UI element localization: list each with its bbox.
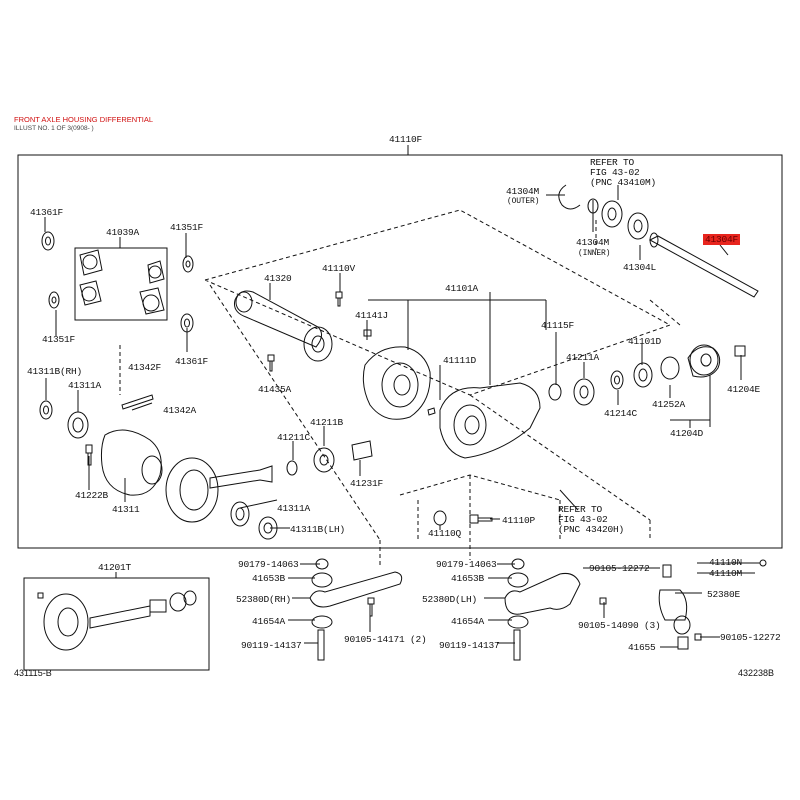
label-41342F: 41342F: [128, 362, 162, 373]
label-41653B-right: 41653B: [451, 573, 485, 584]
label-90179-14063-right: 90179-14063: [436, 559, 497, 570]
label-41111D: 41111D: [443, 355, 477, 366]
label-41231F: 41231F: [350, 478, 384, 489]
label-41320: 41320: [264, 273, 292, 284]
label-41204E: 41204E: [727, 384, 761, 395]
label-41214C: 41214C: [604, 408, 638, 419]
label-41110M: 41110M: [709, 568, 743, 579]
label-inner: (INNER): [578, 249, 611, 258]
label-41110F: 41110F: [389, 134, 423, 145]
label-41304M-inner: 41304M: [576, 237, 610, 248]
part-silhouettes: [37, 184, 767, 661]
label-41101A: 41101A: [445, 283, 479, 294]
label-41361F-top: 41361F: [30, 207, 64, 218]
label-41351F-top: 41351F: [170, 222, 204, 233]
label-41204D: 41204D: [670, 428, 704, 439]
refer-top-line2: FIG 43-02: [590, 167, 640, 178]
label-52380E: 52380E: [707, 589, 741, 600]
label-41141J: 41141J: [355, 310, 389, 321]
diagram-title: FRONT AXLE HOUSING DIFFERENTIAL: [14, 115, 154, 124]
label-41115F: 41115F: [541, 320, 575, 331]
refer-bottom-line2: FIG 43-02: [558, 514, 608, 525]
label-41039A: 41039A: [106, 227, 140, 238]
label-41311A-right: 41311A: [277, 503, 311, 514]
label-41211C: 41211C: [277, 432, 311, 443]
label-41655: 41655: [628, 642, 656, 653]
diagram-subtitle: ILLUST NO. 1 OF 3(0908- ): [14, 125, 94, 132]
label-41222B: 41222B: [75, 490, 109, 501]
label-41311B-RH: 41311B(RH): [27, 366, 83, 377]
label-41201T: 41201T: [98, 562, 132, 573]
label-41361F-bottom: 41361F: [175, 356, 209, 367]
label-90105-12272-bottom: 90105-12272: [720, 632, 781, 643]
label-41653B-left: 41653B: [252, 573, 286, 584]
label-41110Q: 41110Q: [428, 528, 462, 539]
label-outer: (OUTER): [507, 197, 540, 206]
leader-lines: [44, 185, 760, 648]
label-41435A: 41435A: [258, 384, 292, 395]
label-41654A-right: 41654A: [451, 616, 485, 627]
box-41201T: [23, 577, 210, 671]
label-41101D: 41101D: [628, 336, 662, 347]
label-90119-14137-left: 90119-14137: [241, 640, 302, 651]
label-90179-14063-left: 90179-14063: [238, 559, 299, 570]
label-41304F-highlighted: 41304F: [703, 234, 741, 245]
label-41252A: 41252A: [652, 399, 686, 410]
label-41311: 41311: [112, 504, 140, 515]
label-41211B: 41211B: [310, 417, 344, 428]
refer-bottom-line1: REFER TO: [558, 504, 603, 515]
label-90105-12272-top: 90105-12272: [589, 563, 650, 574]
label-90105-14171: 90105-14171 (2): [344, 634, 427, 645]
footer-left-code: 431115-B: [14, 668, 52, 678]
label-90119-14137-right: 90119-14137: [439, 640, 500, 651]
label-41351F-bottom: 41351F: [42, 334, 76, 345]
label-41304L: 41304L: [623, 262, 657, 273]
label-41311B-LH: 41311B(LH): [290, 524, 346, 535]
label-41110V: 41110V: [322, 263, 356, 274]
label-41110N: 41110N: [709, 557, 743, 568]
label-41654A-left: 41654A: [252, 616, 286, 627]
refer-top-line1: REFER TO: [590, 157, 635, 168]
label-41304M-outer: 41304M: [506, 186, 540, 197]
box-41110F: [17, 154, 783, 549]
label-90105-14090: 90105-14090 (3): [578, 620, 661, 631]
label-41110P: 41110P: [502, 515, 536, 526]
refer-bottom-line3: (PNC 43420H): [558, 524, 625, 535]
footer-right-code: 432238B: [738, 668, 775, 678]
dashed-outlines: [119, 209, 681, 565]
label-52380D-LH: 52380D(LH): [422, 594, 478, 605]
refer-top-line3: (PNC 43410M): [590, 177, 657, 188]
label-41211A: 41211A: [566, 352, 600, 363]
label-52380D-RH: 52380D(RH): [236, 594, 292, 605]
label-41342A: 41342A: [163, 405, 197, 416]
label-41311A-left: 41311A: [68, 380, 102, 391]
